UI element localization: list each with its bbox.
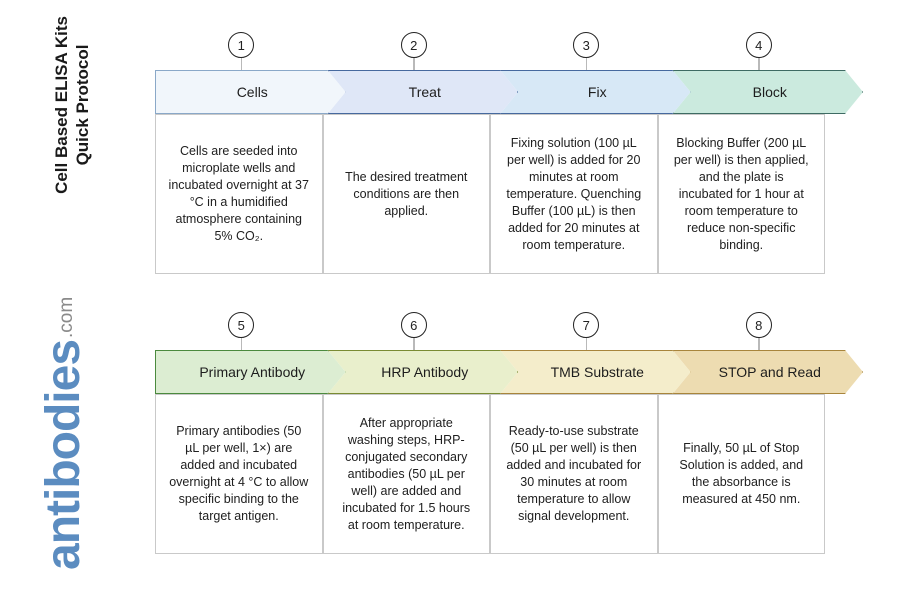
protocol-row-1: 1 2 3 4 Cells Treat Fix Block Cells are seeded… (155, 32, 845, 274)
brand-logo-word: antibodies (37, 339, 90, 570)
step-header-label: STOP and Read (718, 364, 821, 380)
step-headers-row-2: Primary Antibody HRP Antibody TMB Substrat… (155, 350, 845, 394)
step-badge-connector-3 (585, 58, 587, 72)
step-number-badge-8: 8 (745, 312, 772, 338)
step-header-7[interactable]: TMB Substrate (500, 350, 691, 394)
step-number-badge-4: 4 (745, 32, 772, 58)
step-header-label: Cells (236, 84, 268, 100)
step-number-badge-1: 1 (228, 32, 255, 58)
step-header-1[interactable]: Cells (155, 70, 346, 114)
step-badge-connector-6 (413, 338, 415, 352)
step-body-text: Finally, 50 µL of Stop Solution is added… (679, 441, 804, 506)
step-body-7: Ready-to-use substrate (50 µL per well) … (490, 394, 658, 554)
step-badge-connector-7 (585, 338, 587, 352)
step-badge-connector-5 (240, 338, 242, 352)
step-header-4[interactable]: Block (673, 70, 864, 114)
step-badge-connector-4 (758, 58, 760, 72)
brand-logo: antibodies .com (18, 296, 90, 570)
step-body-6: After appropriate washing steps, HRP-con… (322, 394, 490, 554)
step-header-label: HRP Antibody (381, 364, 469, 380)
step-number-badge-7: 7 (573, 312, 600, 338)
step-body-text: Blocking Buffer (200 µL per well) is the… (673, 135, 809, 252)
step-headers-row-1: Cells Treat Fix Block (155, 70, 845, 114)
step-badge-connector-8 (758, 338, 760, 352)
step-body-3: Fixing solution (100 µL per well) is add… (490, 114, 658, 274)
step-header-label: Fix (587, 84, 607, 100)
step-header-2[interactable]: Treat (328, 70, 519, 114)
step-body-4: Blocking Buffer (200 µL per well) is the… (657, 114, 825, 274)
step-body-8: Finally, 50 µL of Stop Solution is added… (657, 394, 825, 554)
step-body-text: Fixing solution (100 µL per well) is add… (506, 135, 642, 252)
step-header-8[interactable]: STOP and Read (673, 350, 864, 394)
page-title: Cell Based ELISA Kits Quick Protocol (52, 16, 92, 286)
step-badge-connector-2 (413, 58, 415, 72)
step-header-label: Primary Antibody (199, 364, 306, 380)
step-body-text: The desired treatment conditions are the… (345, 169, 468, 218)
step-bodies-row-1: Cells are seeded into microplate wells a… (155, 114, 845, 274)
step-header-6[interactable]: HRP Antibody (328, 350, 519, 394)
step-header-label: Block (752, 84, 787, 100)
brand-logo-tld: .com (56, 296, 77, 338)
step-body-2: The desired treatment conditions are the… (322, 114, 490, 274)
step-number-badge-5: 5 (228, 312, 255, 338)
page-title-line-2: Quick Protocol (73, 44, 92, 166)
step-body-text: Cells are seeded into microplate wells a… (168, 144, 309, 243)
step-header-5[interactable]: Primary Antibody (155, 350, 346, 394)
step-header-label: Treat (408, 84, 441, 100)
page-title-line-1: Cell Based ELISA Kits (52, 16, 71, 194)
step-number-badge-2: 2 (400, 32, 427, 58)
step-header-label: TMB Substrate (550, 364, 644, 380)
protocol-row-2: 5 6 7 8 Primary Antibody HRP Antibody TMB Sub… (155, 312, 845, 554)
step-badges-row-2: 5 6 7 8 (155, 312, 845, 352)
step-body-1: Cells are seeded into microplate wells a… (155, 114, 323, 274)
step-number-badge-6: 6 (400, 312, 427, 338)
step-body-text: After appropriate washing steps, HRP-con… (342, 415, 471, 532)
step-body-5: Primary antibodies (50 µL per well, 1×) … (155, 394, 323, 554)
step-badges-row-1: 1 2 3 4 (155, 32, 845, 72)
step-body-text: Primary antibodies (50 µL per well, 1×) … (169, 424, 309, 523)
step-bodies-row-2: Primary antibodies (50 µL per well, 1×) … (155, 394, 845, 554)
step-header-3[interactable]: Fix (500, 70, 691, 114)
step-number-badge-3: 3 (573, 32, 600, 58)
step-badge-connector-1 (240, 58, 242, 72)
step-body-text: Ready-to-use substrate (50 µL per well) … (506, 424, 642, 523)
